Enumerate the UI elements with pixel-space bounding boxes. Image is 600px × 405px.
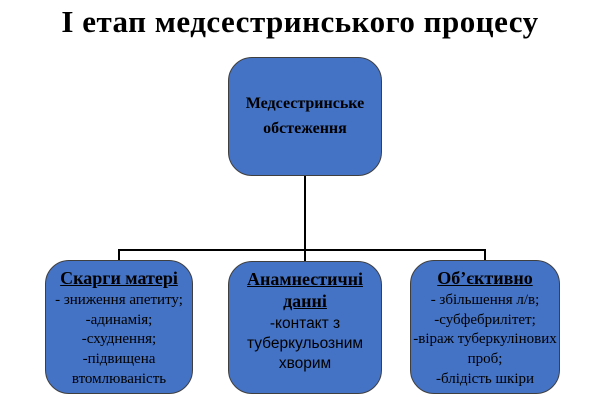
child-box-heading: Анамнестичні данні bbox=[247, 269, 363, 311]
child-box-body: - зниження апетиту; -адинамія; -схудненн… bbox=[55, 291, 183, 388]
connector-stub-left bbox=[118, 249, 120, 261]
child-box-body: -контакт з туберкульозним хворим bbox=[246, 315, 364, 372]
child-box-objective: Об’єктивно - збільшення л/в; -субфебрилі… bbox=[410, 260, 560, 394]
page-title: І етап медсестринського процесу bbox=[61, 4, 539, 39]
root-box-nursing-examination: Медсестринське обстеження bbox=[228, 57, 382, 176]
child-box-anamnestic-data: Анамнестичні данні -контакт з туберкульо… bbox=[228, 261, 382, 394]
connector-vertical-line bbox=[304, 176, 306, 262]
child-box-body: - збільшення л/в; -субфебрилітет; -віраж… bbox=[413, 291, 557, 388]
connector-stub-right bbox=[484, 249, 486, 261]
child-box-heading: Скарги матері bbox=[60, 268, 178, 288]
child-box-mothers-complaints: Скарги матері - зниження апетиту; -адина… bbox=[45, 260, 193, 394]
child-box-heading: Об’єктивно bbox=[437, 268, 533, 288]
root-box-label: Медсестринське обстеження bbox=[245, 94, 365, 137]
connector-horizontal-line bbox=[118, 249, 486, 251]
